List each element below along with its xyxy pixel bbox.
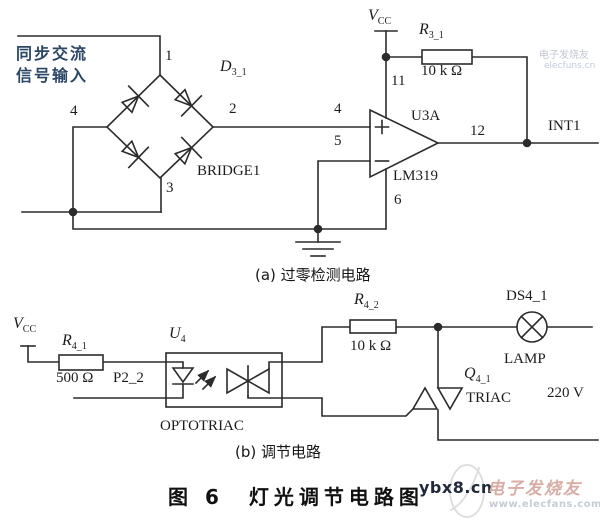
sync-input-label-2: 信号输入 bbox=[16, 66, 89, 85]
diode-ref-label: D3_1 bbox=[220, 58, 247, 79]
optocoupler bbox=[165, 352, 283, 408]
diode-icon bbox=[120, 84, 150, 114]
opto-name-label: OPTOTRIAC bbox=[160, 418, 244, 434]
elecfans-logo-icon bbox=[449, 464, 485, 518]
comparator-pin12-label: 12 bbox=[470, 123, 485, 139]
elecfans-brand-text: 电子发烧友 bbox=[487, 479, 582, 499]
elecfans-url-text: www.elecfans.com bbox=[489, 499, 600, 510]
comparator-pin4-label: 4 bbox=[334, 101, 342, 117]
resistor-r31 bbox=[421, 49, 473, 65]
ybx8-watermark: ybx8.cn bbox=[419, 478, 493, 497]
resistor-r41 bbox=[58, 354, 104, 371]
bridge-rectifier bbox=[105, 73, 215, 180]
comparator-part-label: LM319 bbox=[393, 168, 438, 184]
bridge-pin2-label: 2 bbox=[229, 101, 237, 117]
r31-ref-label: R3_1 bbox=[419, 21, 444, 42]
vcc-b-wires bbox=[20, 345, 167, 399]
bridge-name-label: BRIDGE1 bbox=[197, 163, 261, 179]
caption-a: (a) 过零检测电路 bbox=[255, 266, 371, 284]
r42-value-label: 10 k Ω bbox=[350, 338, 392, 354]
mains-voltage-label: 220 V bbox=[547, 385, 584, 401]
comparator-wires bbox=[72, 30, 599, 230]
sync-input-label-1: 同步交流 bbox=[16, 44, 89, 63]
comparator-symbol bbox=[369, 108, 440, 179]
junction-dots-a bbox=[68, 52, 532, 234]
ground-icon bbox=[295, 228, 341, 257]
led-arrow-icon bbox=[201, 375, 217, 391]
r41-ref-label: R4_1 bbox=[62, 332, 87, 353]
lamp-icon bbox=[516, 311, 548, 343]
vcc-b-label: VCC bbox=[13, 315, 37, 336]
corner-watermark-url: elecfuns.cn bbox=[544, 61, 596, 71]
figure-caption: 图 6 灯光调节电路图 bbox=[168, 485, 424, 509]
triac-ref-label: Q4_1 bbox=[464, 365, 491, 386]
comparator-ref-label: U3A bbox=[411, 108, 441, 124]
output-stage-wires bbox=[281, 326, 599, 441]
lamp-ref-label: DS4_1 bbox=[506, 288, 548, 304]
junction-dots-b bbox=[433, 322, 443, 332]
lamp-name-label: LAMP bbox=[504, 351, 546, 367]
comparator-pin6-label: 6 bbox=[394, 192, 402, 208]
diode-icon bbox=[173, 88, 203, 118]
vcc-a-label: VCC bbox=[368, 7, 392, 28]
opto-ref-label: U4 bbox=[169, 325, 186, 346]
triac-name-label: TRIAC bbox=[466, 390, 511, 406]
comparator-pin5-label: 5 bbox=[334, 133, 342, 149]
diode-icon bbox=[173, 136, 203, 166]
bridge-pin1-label: 1 bbox=[165, 48, 173, 64]
int1-net-label: INT1 bbox=[548, 118, 581, 134]
diode-icon bbox=[120, 139, 150, 169]
caption-b: (b) 调节电路 bbox=[235, 443, 321, 461]
bridge-pin3-label: 3 bbox=[166, 180, 174, 196]
r31-value-label: 10 k Ω bbox=[421, 63, 463, 79]
led-arrow-icon bbox=[194, 369, 210, 385]
comparator-pin11-label: 11 bbox=[391, 73, 406, 89]
r41-value-label: 500 Ω bbox=[56, 370, 94, 386]
sync-input-wires bbox=[17, 35, 162, 213]
resistor-r42 bbox=[349, 319, 397, 334]
triac-symbol bbox=[411, 386, 464, 411]
p22-net-label: P2_2 bbox=[113, 370, 144, 386]
bridge-pin4-label: 4 bbox=[70, 103, 78, 119]
r42-ref-label: R4_2 bbox=[354, 291, 379, 312]
corner-watermark-brand: 电子发烧友 bbox=[539, 50, 589, 61]
